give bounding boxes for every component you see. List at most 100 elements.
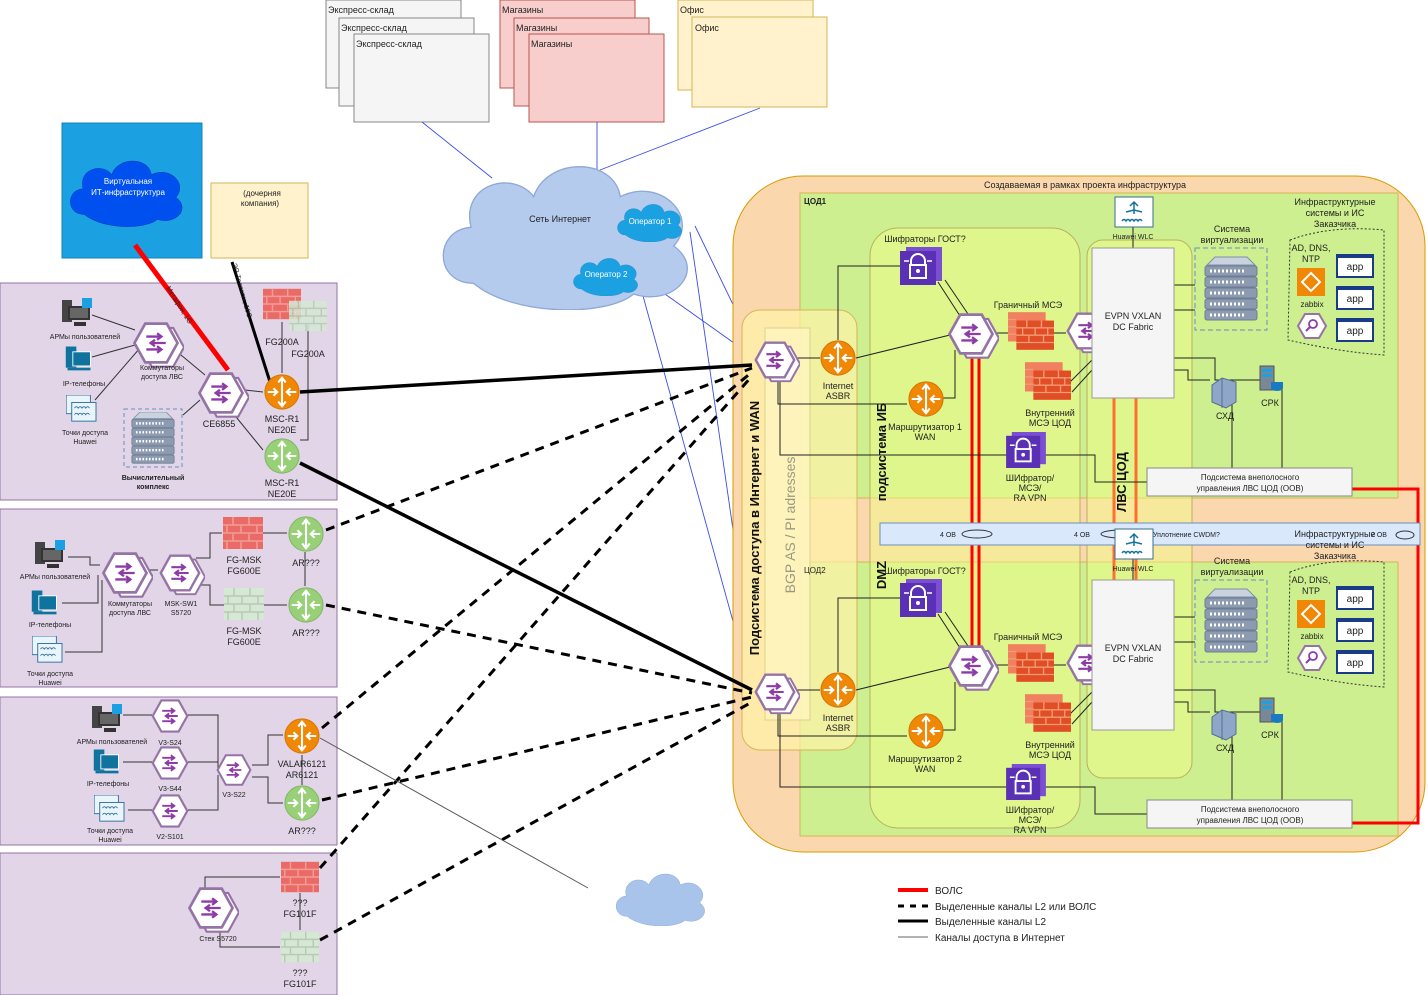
vpn-label: ШИфратор/ xyxy=(1006,805,1055,815)
router-label: MSC-R1 xyxy=(265,414,300,424)
ar-router-icon[interactable] xyxy=(283,784,321,822)
fabric-label: DC Fabric xyxy=(1113,322,1154,332)
ra-vpn-encryptor-icon[interactable] xyxy=(1006,764,1046,800)
virtualization-server-icon[interactable] xyxy=(1203,255,1259,322)
v2-s101-switch-icon[interactable] xyxy=(151,794,189,828)
fg-msk-label: FG-MSK xyxy=(227,555,262,565)
fg-msk-label: FG600E xyxy=(227,637,261,647)
legend-label: ВОЛС xyxy=(935,886,963,897)
app-list: app app app xyxy=(1336,254,1374,342)
access-switches-label: Коммутаторы xyxy=(108,601,152,608)
ar-router-icon[interactable] xyxy=(287,515,325,553)
gost-encryptor-icon[interactable] xyxy=(900,247,942,285)
zabbix-monitor-icon[interactable] xyxy=(1296,645,1328,671)
storage-icon[interactable] xyxy=(1211,709,1237,741)
switch-label: V2-S101 xyxy=(156,834,183,841)
internet-asbr-router-icon[interactable] xyxy=(819,671,857,709)
access-switches-label: Коммутаторы xyxy=(140,365,184,372)
infra-label: Заказчика xyxy=(1314,219,1356,229)
wan-router-icon[interactable] xyxy=(907,712,945,750)
oob-label: управления ЛВС ЦОД (OOB) xyxy=(1197,816,1304,825)
v3-s22-switch-icon[interactable] xyxy=(216,754,252,786)
branch-2: АРМы пользователей IP-телефоны Точки дос… xyxy=(20,515,325,687)
gost-encryptor-icon[interactable] xyxy=(900,579,942,617)
fg200a-label: FG200A xyxy=(291,349,325,359)
l2-link-dc1 xyxy=(299,363,753,394)
fg101f-firewall-icon[interactable] xyxy=(281,861,319,893)
internet-cloud-bottom xyxy=(615,873,706,926)
huawei-wlc-icon[interactable] xyxy=(1114,528,1154,560)
wlc-label: Huawei WLC xyxy=(1113,566,1154,573)
fg200a-firewall-icon[interactable] xyxy=(289,300,327,332)
infra-label: Заказчика xyxy=(1314,551,1356,561)
fg101f-label: ??? xyxy=(292,968,307,978)
valar6121-router-icon[interactable] xyxy=(283,717,321,755)
ar-router-label: AR??? xyxy=(292,628,320,638)
site-label: Экспресс-склад xyxy=(356,39,423,49)
wan-router-icon[interactable] xyxy=(907,380,945,418)
site-label: Офис xyxy=(680,5,704,15)
oob-subsystem-box xyxy=(1146,467,1353,497)
fabric-label: DC Fabric xyxy=(1113,654,1154,664)
app-label: app xyxy=(1347,294,1364,305)
backup-system-icon[interactable] xyxy=(1259,697,1283,723)
storage-icon[interactable] xyxy=(1211,377,1237,409)
ad-dns-label: NTP xyxy=(1302,586,1320,596)
v3-s44-switch-icon[interactable] xyxy=(151,746,189,780)
dc2-label: ЦОД2 xyxy=(804,566,826,575)
l2-links xyxy=(299,363,754,942)
switch-label: V3-S24 xyxy=(158,740,181,747)
fg-msk-firewall-icon[interactable] xyxy=(224,588,264,620)
virtualization-group xyxy=(1194,579,1268,663)
ra-vpn-encryptor-icon[interactable] xyxy=(1006,432,1046,468)
fabric-label: EVPN VXLAN xyxy=(1105,643,1162,653)
huawei-wlc-icon[interactable] xyxy=(1114,196,1154,228)
wan-router-label: Маршрутизатор 1 xyxy=(888,422,962,432)
dedicated-link xyxy=(321,370,753,730)
workstations-label: АРМы пользователей xyxy=(50,333,120,341)
virtualization-label: Система xyxy=(1214,224,1250,234)
ad-dns-ntp-icon[interactable] xyxy=(1297,268,1325,296)
vpn-label: МСЭ/ xyxy=(1019,815,1042,825)
fg101f-label: FG101F xyxy=(283,909,317,919)
internet-asbr-router-icon[interactable] xyxy=(819,339,857,377)
access-points-label: Huawei xyxy=(98,837,122,844)
fg200a-label: FG200A xyxy=(265,337,299,347)
ad-dns-label: AD, DNS, xyxy=(1291,243,1330,253)
ar-router-icon[interactable] xyxy=(287,586,325,624)
inner-firewall-label: МСЭ ЦОД xyxy=(1029,750,1071,760)
virtualization-server-icon[interactable] xyxy=(1203,587,1259,654)
zabbix-monitor-icon[interactable] xyxy=(1296,313,1328,339)
compute-complex-icon[interactable] xyxy=(130,412,176,464)
msk-sw1-label: S5720 xyxy=(171,610,191,617)
router-label: AR??? xyxy=(288,826,316,836)
infra-group xyxy=(1287,560,1385,688)
wan-router-label: WAN xyxy=(915,764,936,774)
backup-label: СРК xyxy=(1261,398,1280,408)
asbr-label: Internet xyxy=(823,713,854,723)
app-label: app xyxy=(1347,326,1364,337)
ad-dns-ntp-icon[interactable] xyxy=(1297,600,1325,628)
vpn-label: RA VPN xyxy=(1013,493,1046,503)
msc-r1-router-icon[interactable] xyxy=(263,373,301,411)
oob-subsystem-box xyxy=(1146,799,1353,829)
app-label: app xyxy=(1347,594,1364,605)
branch-3: АРМы пользователей IP-телефоны Точки дос… xyxy=(77,699,326,844)
msc-r1-router-icon[interactable] xyxy=(263,437,301,475)
site-label: Экспресс-склад xyxy=(328,5,395,15)
app-label: app xyxy=(1347,262,1364,273)
border-firewall-label: Граничный МСЭ xyxy=(994,632,1063,642)
access-points-label: Huawei xyxy=(73,439,97,446)
v3-s24-switch-icon[interactable] xyxy=(151,699,189,733)
fg-msk-firewall-icon[interactable] xyxy=(223,517,263,549)
access-subsystem-label: Подсистема доступа в Интернет и WAN xyxy=(747,401,762,655)
fg101f-firewall-icon[interactable] xyxy=(281,931,319,963)
backup-system-icon[interactable] xyxy=(1259,365,1283,391)
access-points-label: Huawei xyxy=(38,680,62,687)
zabbix-label: zabbix xyxy=(1300,300,1323,309)
switch-label: V3-S22 xyxy=(222,792,245,799)
ip-phones-label: IP-телефоны xyxy=(63,381,105,388)
fg101f-label: ??? xyxy=(292,898,307,908)
dedicated-link xyxy=(318,375,754,869)
